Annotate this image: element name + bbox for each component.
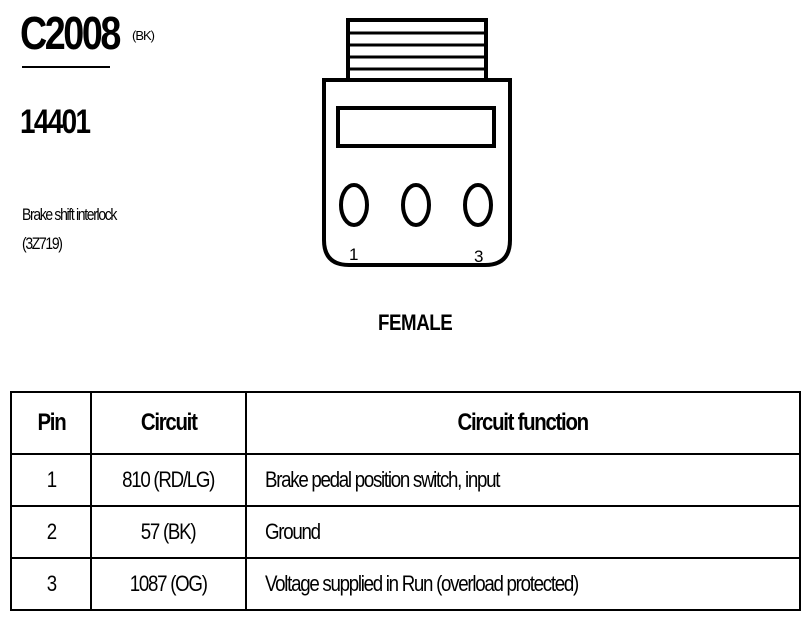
connector-id: C2008: [20, 7, 121, 59]
cell-pin: 1: [10, 453, 92, 507]
pin-label-1: 1: [349, 245, 358, 264]
connector-latch: [346, 18, 488, 84]
pin-label-3: 3: [474, 247, 483, 266]
cell-circuit: 1087 (OG): [90, 557, 247, 611]
table-row: 1 810 (RD/LG) Brake pedal position switc…: [10, 453, 801, 507]
header-circuit-function: Circuit function: [245, 391, 801, 455]
table-row: 3 1087 (OG) Voltage supplied in Run (ove…: [10, 557, 801, 611]
table-row: 2 57 (BK) Ground: [10, 505, 801, 559]
pin-cavity-2: [401, 183, 431, 227]
cell-function: Ground: [245, 505, 801, 559]
cell-circuit: 810 (RD/LG): [90, 453, 247, 507]
pin-cavity-3: [463, 183, 493, 227]
connector-gender: FEMALE: [378, 310, 453, 335]
cell-pin: 3: [10, 557, 92, 611]
component-description: Brake shift interlock: [22, 205, 117, 224]
header-circuit: Circuit: [90, 391, 247, 455]
pin-table: Pin Circuit Circuit function 1 810 (RD/L…: [10, 391, 801, 611]
header-pin: Pin: [10, 391, 92, 455]
connector-color-code: (BK): [132, 28, 155, 43]
pin-cavity-1: [339, 183, 369, 227]
cell-pin: 2: [10, 505, 92, 559]
part-number: 14401: [20, 103, 91, 141]
table-header-row: Pin Circuit Circuit function: [10, 391, 801, 455]
title-divider: [22, 66, 110, 68]
connector-face-diagram: 1 3: [322, 18, 512, 267]
cell-circuit: 57 (BK): [90, 505, 247, 559]
cell-function: Brake pedal position switch, input: [245, 453, 801, 507]
component-code: (3Z719): [22, 234, 63, 253]
cell-function: Voltage supplied in Run (overload protec…: [245, 557, 801, 611]
connector-lock-window: [336, 106, 496, 148]
